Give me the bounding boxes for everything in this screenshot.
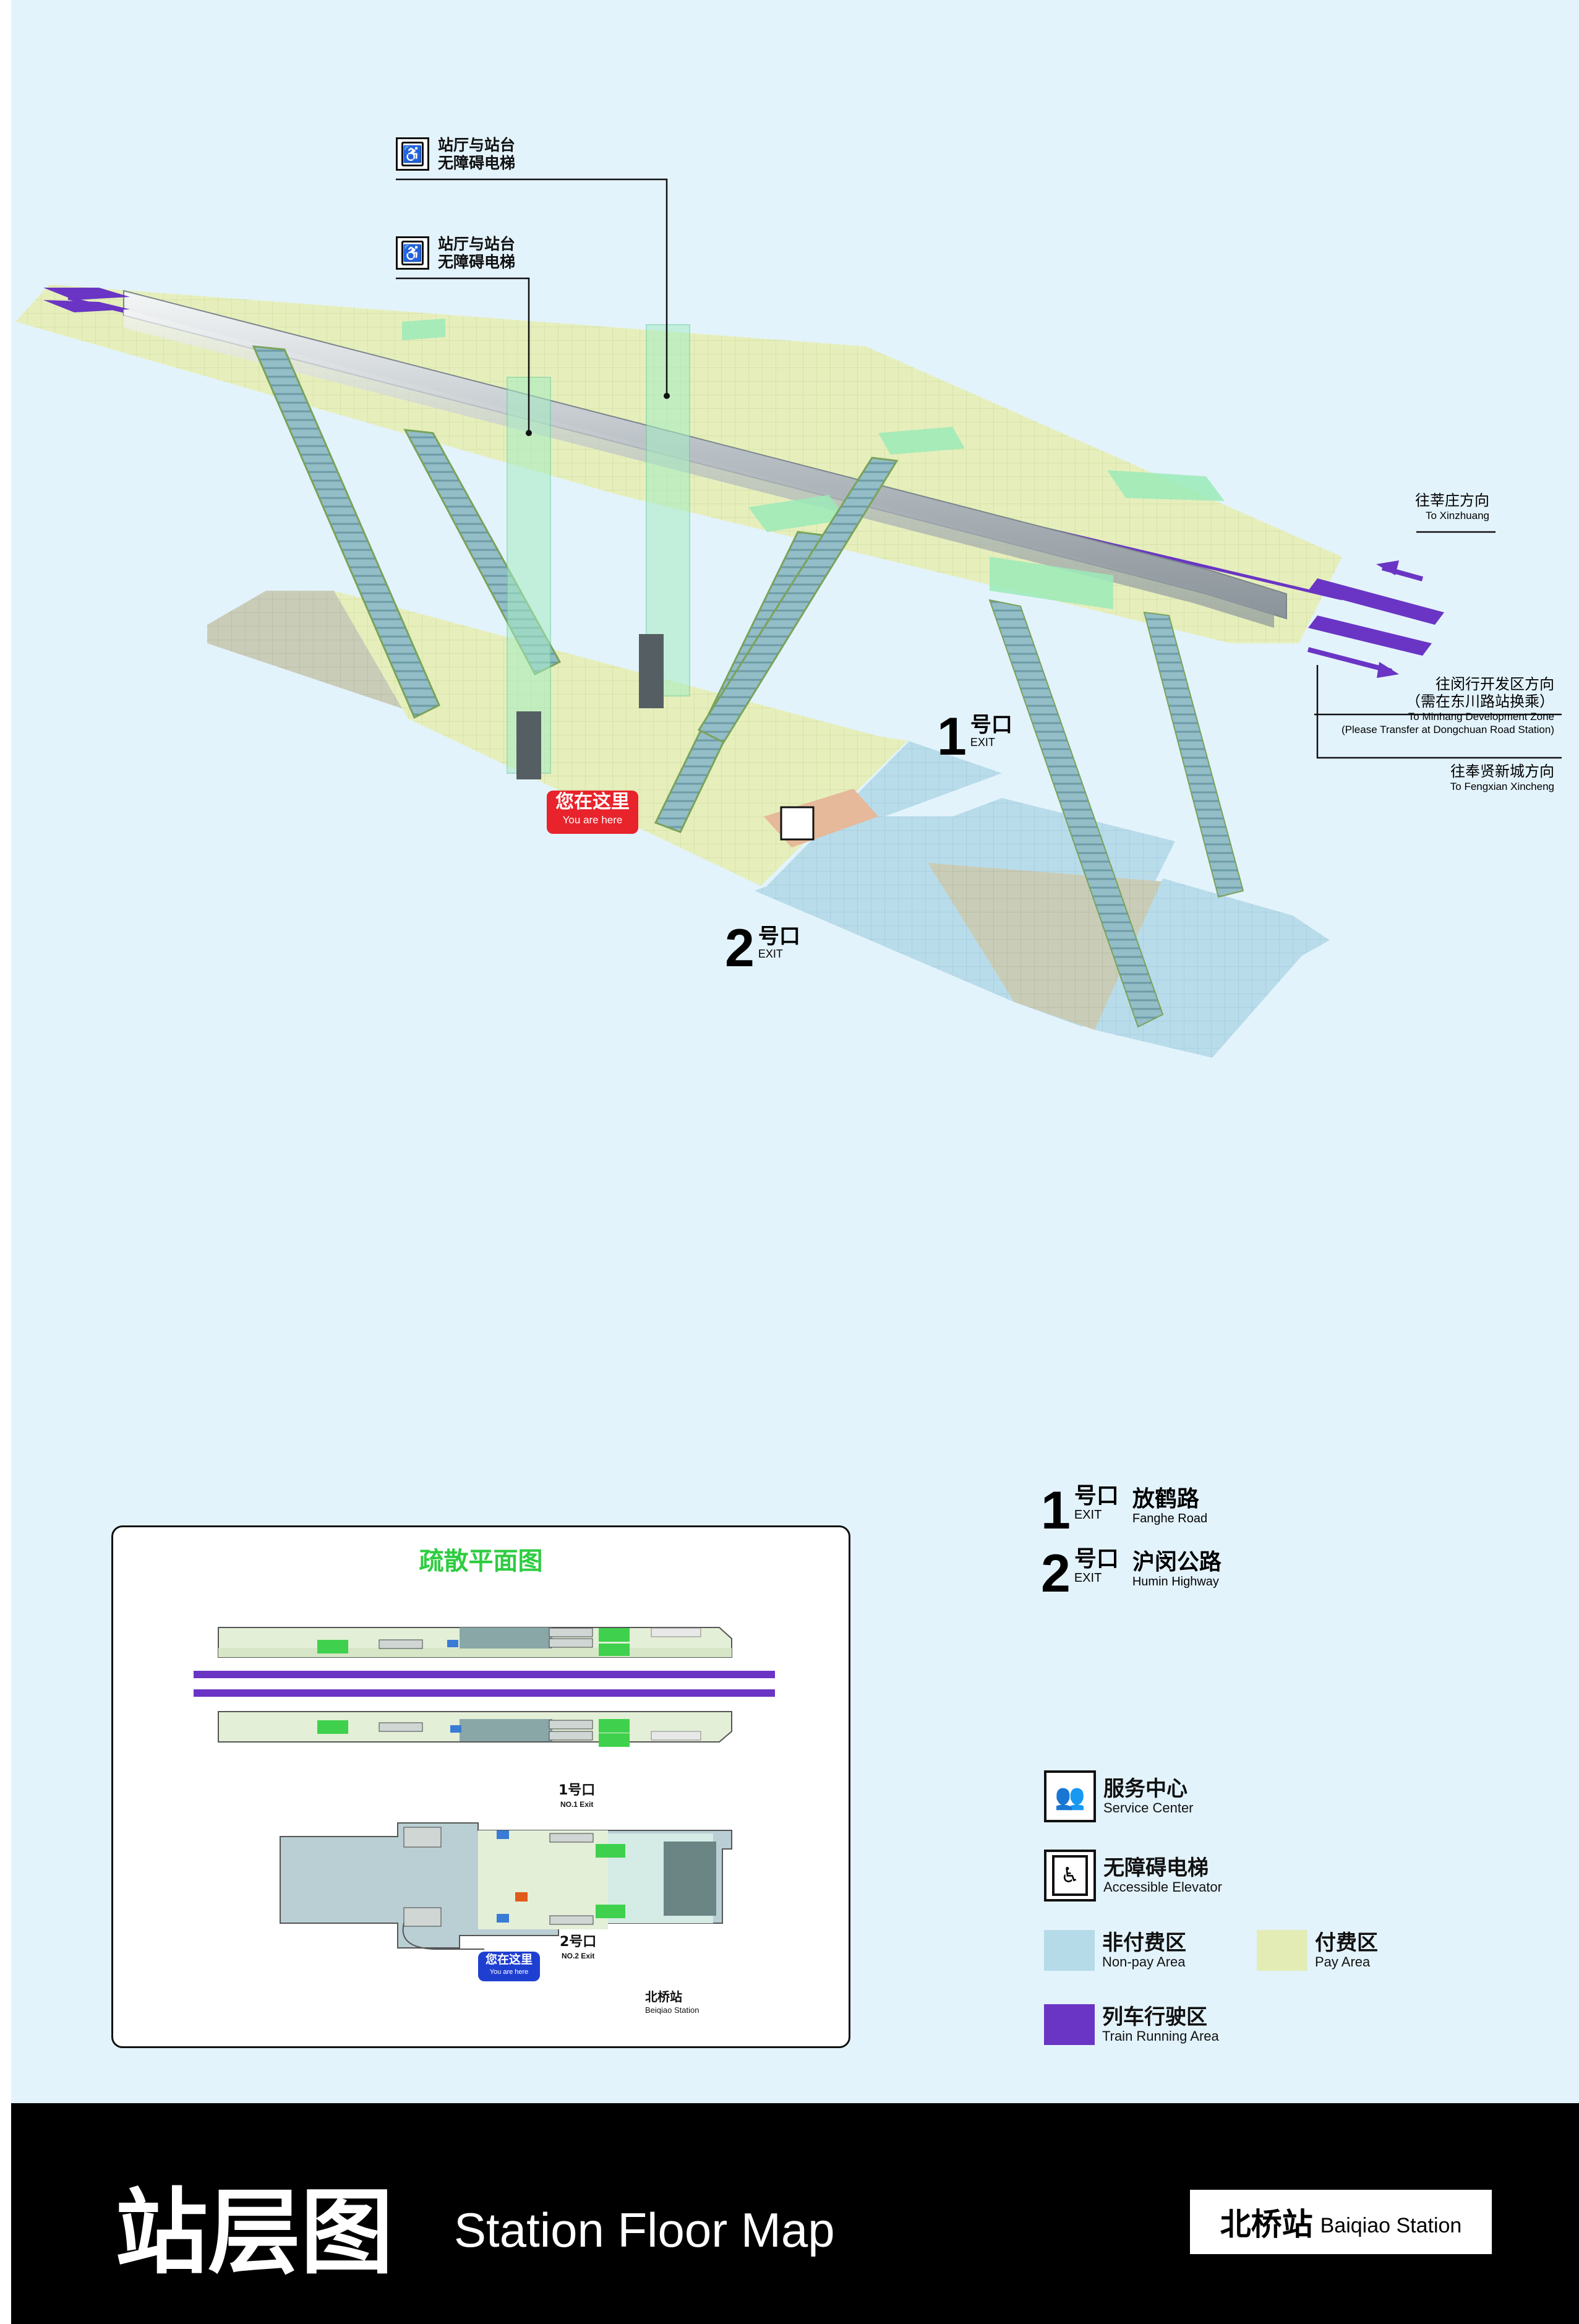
page-title: 站层图 [115, 2179, 394, 2287]
station-name-cn: 北桥站 [1220, 2206, 1313, 2242]
direction-minhang: 往闵行开发区方向 （需在东川路站换乘） To Minhang Developme… [1342, 675, 1554, 735]
mini-exit-2: 2号口 NO.2 Exit [560, 1934, 597, 1961]
direction-fengxian: 往奉贤新城方向 To Fengxian Xincheng [1450, 763, 1554, 792]
escalators [252, 345, 1244, 1028]
evacuation-plan: 疏散平面图 [111, 1525, 850, 2048]
elevator-shafts [507, 324, 690, 779]
train-swatch [1044, 2004, 1095, 2045]
mini-exit-1: 1号口 NO.1 Exit [558, 1783, 596, 1809]
station-3d-diagram [15, 178, 1562, 1058]
callout-line-2: 无障碍电梯 [438, 154, 516, 172]
pay-swatch [1257, 1930, 1307, 1971]
you-are-here-marker: 您在这里 You are here [547, 791, 638, 834]
elevator-callout-2: ♿ 站厅与站台 无障碍电梯 [396, 235, 515, 271]
service-center-icon: 👥 [1044, 1770, 1096, 1822]
station-name-en: Baiqiao Station [1320, 2213, 1462, 2237]
mini-station-name: 北桥站 Beiqiao Station [645, 1989, 700, 2015]
accessible-elevator-icon: ♿ [396, 236, 429, 270]
footer-bar: 站层图 Station Floor Map 北桥站 Baiqiao Statio… [11, 2103, 1579, 2324]
callout-line-1: 站厅与站台 [438, 235, 516, 253]
page-title-en: Station Floor Map [454, 2203, 835, 2257]
direction-xinzhuang: 往莘庄方向 To Xinzhuang [1415, 492, 1489, 521]
nonpay-swatch [1044, 1930, 1095, 1971]
callout-leaders [396, 178, 1562, 759]
mini-you-are-here: 您在这里 You are here [478, 1952, 540, 1981]
track-arrows [1307, 560, 1444, 678]
evacuation-plan-drawing [194, 1627, 775, 1950]
evacuation-plan-title: 疏散平面图 [419, 1547, 543, 1576]
callout-line-1: 站厅与站台 [438, 136, 516, 154]
accessible-elevator-icon: ♿ [396, 137, 429, 171]
station-name-box: 北桥站 Baiqiao Station [1190, 2190, 1492, 2254]
callout-line-2: 无障碍电梯 [438, 253, 516, 271]
accessible-elevator-icon: ♿ [1044, 1850, 1096, 1902]
elevator-callout-1: ♿ 站厅与站台 无障碍电梯 [396, 136, 515, 172]
service-center-block [764, 789, 878, 847]
